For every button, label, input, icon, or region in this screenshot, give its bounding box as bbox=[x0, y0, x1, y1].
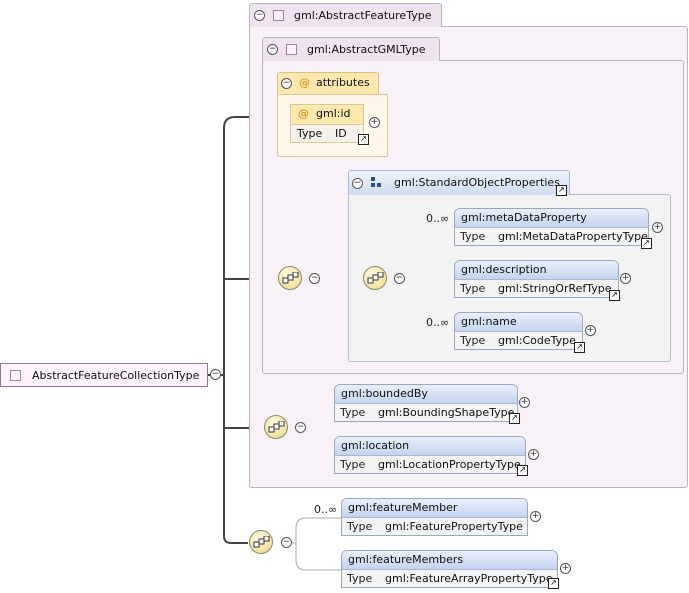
type-value: gml:StringOrRefType bbox=[498, 282, 612, 295]
abstract-feature-type-tab[interactable]: − gml:AbstractFeatureType bbox=[249, 3, 442, 27]
type-key: Type bbox=[347, 572, 373, 585]
element-name: gml:featureMembers bbox=[342, 551, 557, 570]
expand-icon[interactable]: + bbox=[369, 117, 380, 128]
expand-icon[interactable]: + bbox=[530, 511, 541, 522]
attribute-type-key: Type bbox=[297, 127, 323, 140]
element-metadataproperty[interactable]: gml:metaDataProperty Type gml:MetaDataPro… bbox=[454, 208, 649, 246]
type-link-icon[interactable] bbox=[574, 342, 585, 353]
complex-type-icon bbox=[286, 44, 297, 55]
type-value: gml:MetaDataPropertyType bbox=[498, 230, 648, 243]
type-link-icon[interactable] bbox=[517, 465, 528, 476]
collapse-icon[interactable]: − bbox=[352, 178, 363, 189]
root-type-name: AbstractFeatureCollectionType bbox=[32, 369, 200, 382]
type-link-icon[interactable] bbox=[609, 290, 620, 301]
element-name: gml:location bbox=[335, 437, 525, 456]
type-value: gml:BoundingShapeType bbox=[378, 406, 515, 419]
type-value: gml:FeatureArrayPropertyType bbox=[385, 572, 553, 585]
collapse-icon[interactable]: − bbox=[394, 273, 405, 284]
type-value: gml:FeaturePropertyType bbox=[385, 520, 523, 533]
expand-icon[interactable]: + bbox=[528, 449, 539, 460]
collapse-icon[interactable]: − bbox=[267, 44, 278, 55]
expand-icon[interactable]: + bbox=[652, 222, 663, 233]
root-complex-type[interactable]: AbstractFeatureCollectionType bbox=[0, 363, 208, 387]
abstract-gml-type-tab[interactable]: − gml:AbstractGMLType bbox=[262, 37, 440, 61]
abstract-gml-type-label: gml:AbstractGMLType bbox=[307, 43, 426, 56]
attributes-label: attributes bbox=[316, 76, 370, 89]
type-key: Type bbox=[347, 520, 373, 533]
type-link-icon[interactable] bbox=[556, 185, 567, 196]
type-key: Type bbox=[460, 334, 486, 347]
attribute-gml-id[interactable]: @ gml:id Type ID bbox=[290, 104, 364, 143]
type-key: Type bbox=[460, 282, 486, 295]
complex-type-icon bbox=[273, 10, 284, 21]
type-link-icon[interactable] bbox=[548, 578, 559, 589]
element-name: gml:boundedBy bbox=[335, 385, 517, 404]
attribute-type-value: ID bbox=[335, 127, 347, 140]
expand-icon[interactable]: + bbox=[519, 397, 530, 408]
type-key: Type bbox=[460, 230, 486, 243]
abstract-feature-type-label: gml:AbstractFeatureType bbox=[294, 9, 432, 22]
element-description[interactable]: gml:description Type gml:StringOrRefType bbox=[454, 260, 619, 298]
type-link-icon[interactable] bbox=[509, 413, 520, 424]
element-name: gml:description bbox=[455, 261, 618, 280]
occurrence-label: 0..∞ bbox=[426, 316, 450, 329]
element-name: gml:featureMember bbox=[342, 499, 527, 518]
collapse-icon[interactable]: − bbox=[309, 273, 320, 284]
type-link-icon[interactable] bbox=[641, 238, 652, 249]
standard-object-properties-header[interactable]: − gml:StandardObjectProperties bbox=[348, 170, 570, 196]
expand-icon[interactable]: + bbox=[560, 563, 571, 574]
occurrence-label: 0..∞ bbox=[426, 212, 450, 225]
collapse-icon[interactable]: − bbox=[210, 369, 221, 380]
standard-object-properties-label: gml:StandardObjectProperties bbox=[394, 176, 560, 189]
type-key: Type bbox=[340, 458, 366, 471]
type-key: Type bbox=[340, 406, 366, 419]
sequence-compositor-icon[interactable] bbox=[264, 415, 288, 439]
element-boundedby[interactable]: gml:boundedBy Type gml:BoundingShapeType bbox=[334, 384, 518, 422]
collapse-icon[interactable]: − bbox=[295, 422, 306, 433]
sequence-compositor-icon[interactable] bbox=[363, 266, 387, 290]
collapse-icon[interactable]: − bbox=[281, 78, 292, 89]
occurrence-label: 0..∞ bbox=[314, 503, 338, 516]
collapse-icon[interactable]: − bbox=[281, 537, 292, 548]
collapse-icon[interactable]: − bbox=[254, 10, 265, 21]
element-featuremembers[interactable]: gml:featureMembers Type gml:FeatureArrayP… bbox=[341, 550, 558, 588]
attribute-icon: @ bbox=[299, 76, 310, 89]
complex-type-icon bbox=[10, 370, 21, 381]
sequence-compositor-icon[interactable] bbox=[278, 266, 302, 290]
group-icon bbox=[371, 177, 381, 187]
attribute-name: gml:id bbox=[316, 107, 351, 120]
element-name: gml:metaDataProperty bbox=[455, 209, 648, 228]
expand-icon[interactable]: + bbox=[620, 273, 631, 284]
type-value: gml:LocationPropertyType bbox=[378, 458, 521, 471]
type-value: gml:CodeType bbox=[498, 334, 576, 347]
element-name: gml:name bbox=[455, 313, 582, 332]
type-link-icon[interactable] bbox=[358, 134, 369, 145]
attribute-icon: @ bbox=[298, 107, 309, 120]
expand-icon[interactable]: + bbox=[585, 325, 596, 336]
attributes-header[interactable]: − @ attributes bbox=[277, 72, 379, 94]
element-featuremember[interactable]: gml:featureMember Type gml:FeaturePropert… bbox=[341, 498, 528, 536]
element-location[interactable]: gml:location Type gml:LocationPropertyTyp… bbox=[334, 436, 526, 474]
element-name-gml[interactable]: gml:name Type gml:CodeType bbox=[454, 312, 583, 350]
sequence-compositor-icon[interactable] bbox=[249, 530, 273, 554]
